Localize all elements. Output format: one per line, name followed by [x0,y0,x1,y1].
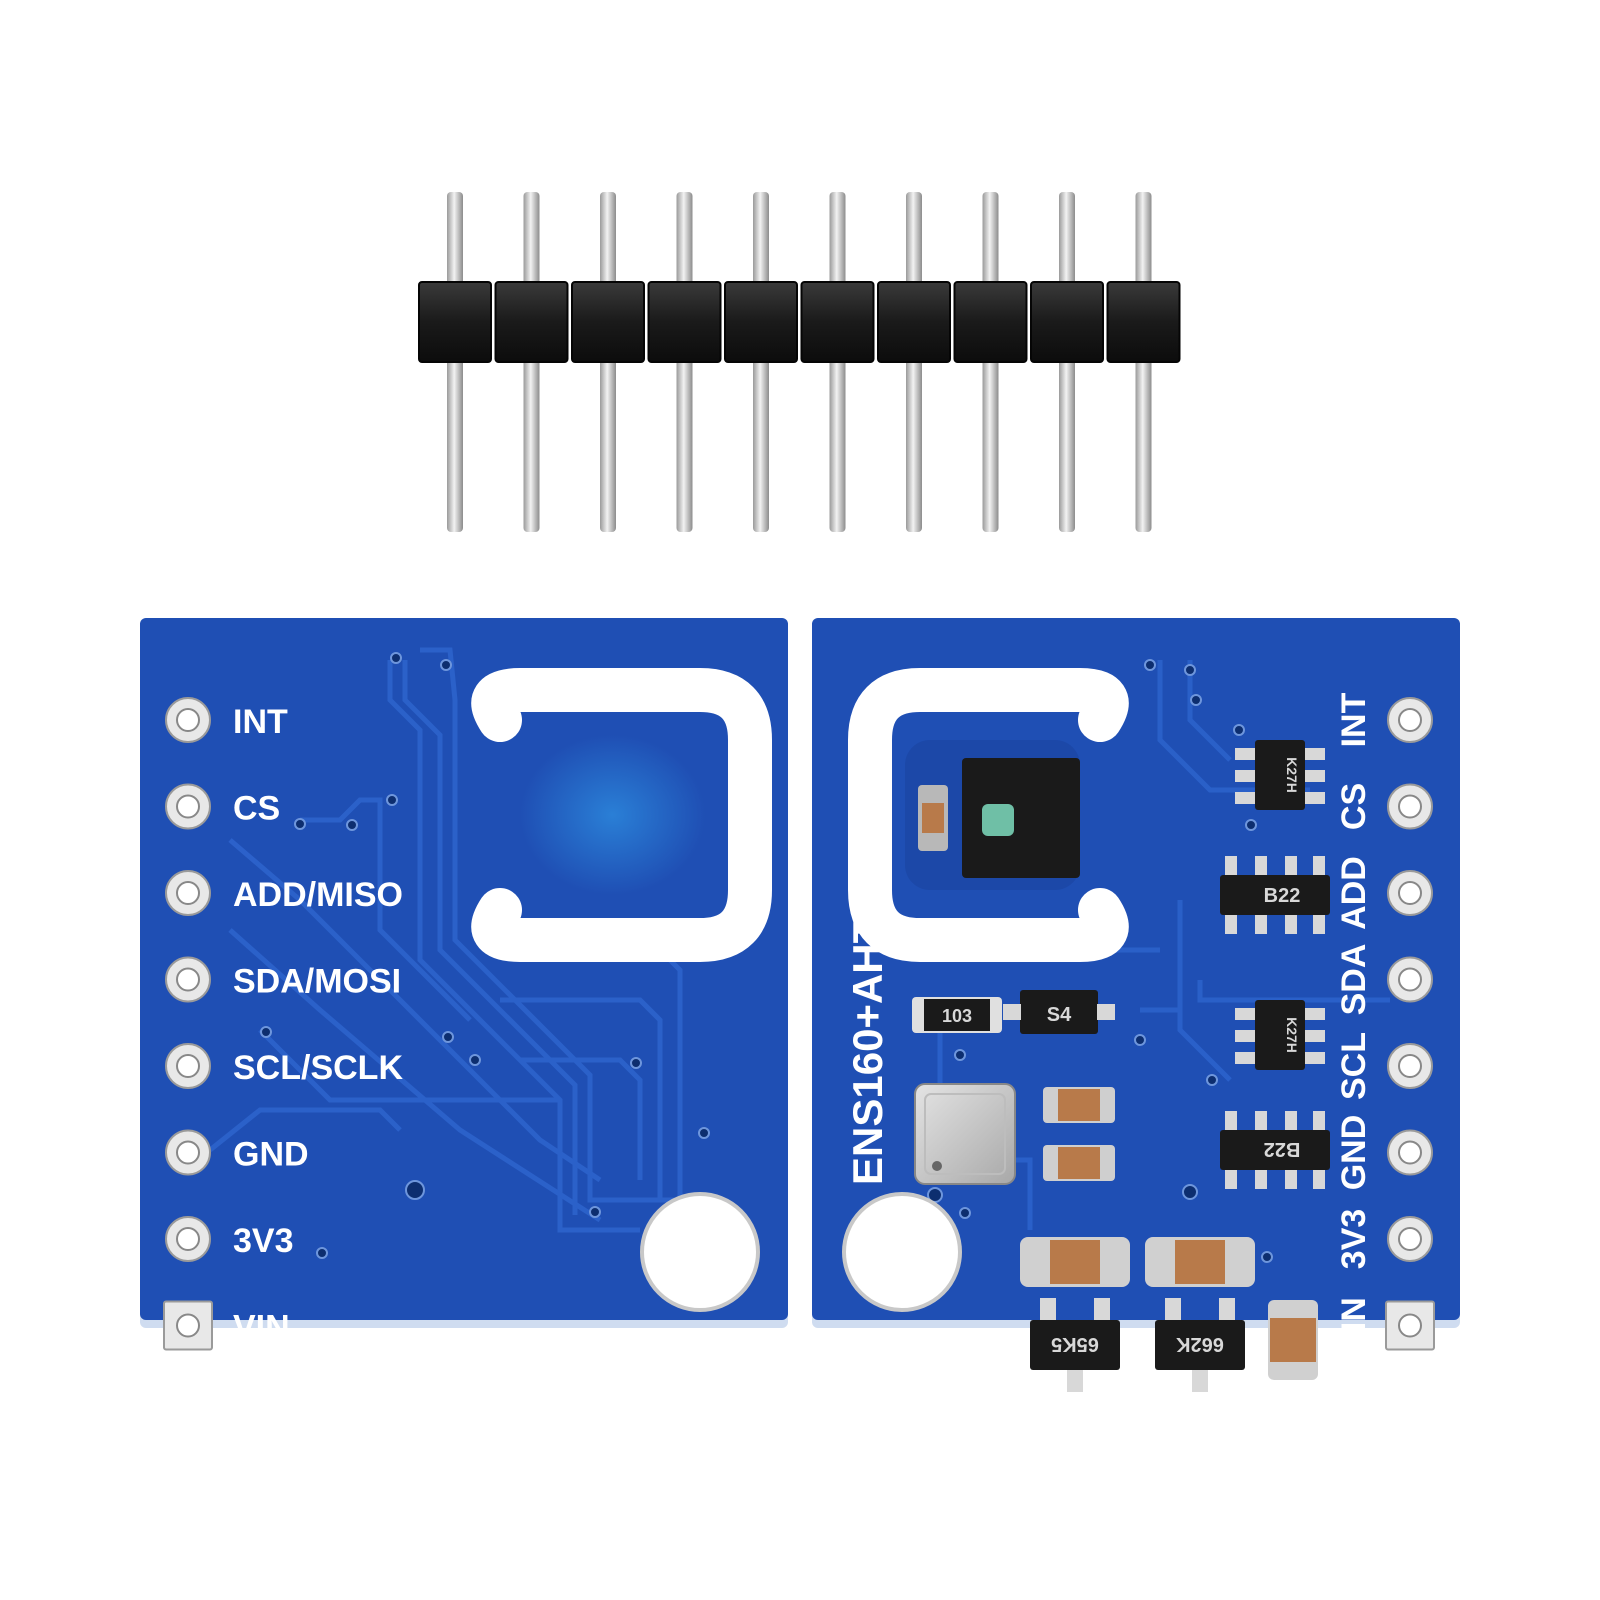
ic-2-marking: K27H [1284,1017,1300,1053]
header-plastic-block [647,281,722,363]
pin-label: INT [233,703,288,741]
pin-label: 3V3 [1335,1209,1373,1270]
array-b22-1: B22 [1220,856,1330,934]
aht2x-sensor [914,1083,1016,1185]
array-b22-2: B22 [1220,1111,1330,1189]
transistor-2-marking: 662K [1176,1333,1224,1355]
pin-label: GND [1335,1115,1373,1191]
transistor-1-marking: 65K5 [1051,1333,1099,1355]
ic-1-marking: K27H [1284,757,1300,793]
pin-label: CS [1335,783,1373,830]
header-plastic-block [494,281,569,363]
header-plastic-block [953,281,1028,363]
pin-label: SDA/MOSI [233,963,401,1001]
ic-k27h-2: K27H [1235,1000,1325,1070]
header-plastic-block [1106,281,1181,363]
pin-label: INT [1335,692,1373,747]
ic-k27h-1: K27H [1235,740,1325,810]
header-plastic-block [418,281,492,363]
array-1-marking: B22 [1264,885,1301,907]
board-title: ENS160+AHT2x [844,870,891,1185]
diode-marking: S4 [1047,1004,1072,1026]
front-board: 103 S4 K27H [812,618,1460,1392]
ens160-chip [962,758,1080,878]
pin-label: VIN [233,1309,290,1347]
header-plastic-block [571,281,645,363]
pin-label: SDA [1335,944,1373,1016]
pin-label: ADD/MISO [233,876,403,914]
caps-bottom [1020,1237,1318,1380]
back-board-slot [471,668,772,962]
front-mounting-hole [842,1192,962,1312]
transistor-1: 65K5 [1030,1298,1120,1392]
array-2-marking: B22 [1264,1138,1301,1160]
header-plastic-block [877,281,951,363]
pin-label: CS [233,790,280,828]
front-board-slot [848,668,1129,962]
back-pin-pads [163,697,213,1351]
resistor-103: 103 [912,997,1002,1033]
front-board-vias [927,659,1273,1263]
header-plastic-block [1030,281,1104,363]
transistor-2: 662K [1155,1298,1245,1392]
caps-middle [1043,1087,1115,1181]
pin-label: GND [233,1136,309,1174]
back-board-vias [260,652,710,1259]
resistor-marking: 103 [942,1006,972,1026]
pin-label: SCL [1335,1032,1373,1100]
pin-label: 3V3 [233,1222,294,1260]
diode-s4: S4 [1003,990,1115,1034]
header-plastic-block [800,281,875,363]
pin-label: VIN [1335,1297,1373,1354]
back-board-traces [208,647,683,1233]
pin-header [418,192,1181,532]
ens160-window [982,804,1014,836]
pin-label: SCL/SCLK [233,1049,403,1087]
header-plastic-block [724,281,798,363]
back-mounting-hole [640,1192,760,1312]
front-pin-pads [1385,697,1435,1351]
pin-label: ADD [1335,856,1373,930]
